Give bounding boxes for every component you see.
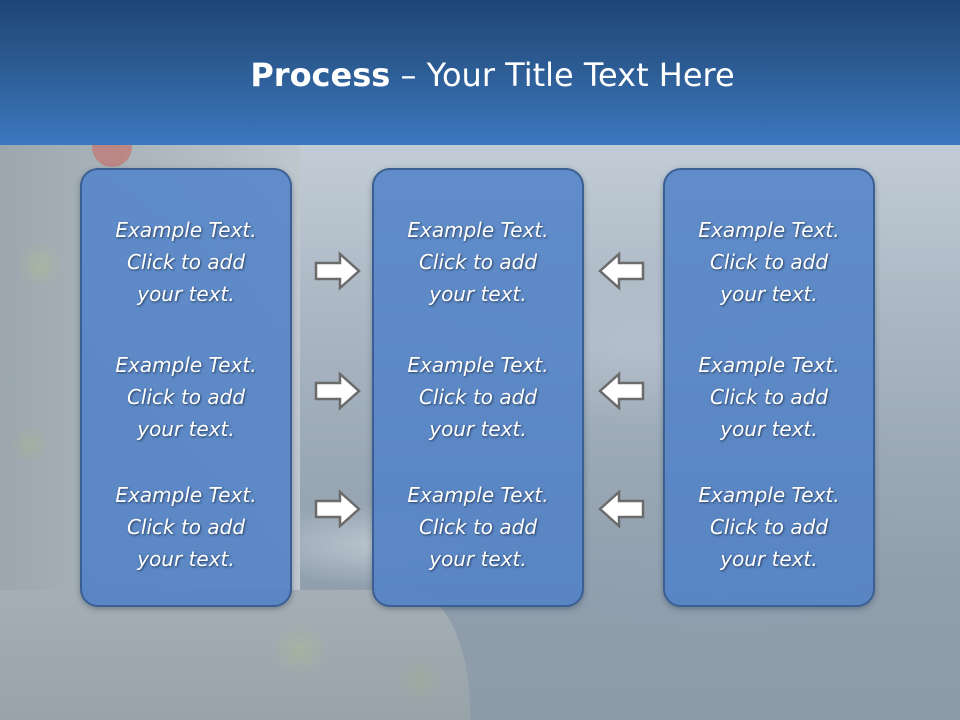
- text-line: Click to add: [709, 515, 829, 539]
- text-placeholder[interactable]: Example Text. Click to add your text.: [82, 479, 290, 575]
- text-line: Click to add: [709, 385, 829, 409]
- background-detail: [92, 145, 132, 167]
- text-line: Example Text.: [698, 218, 840, 242]
- arrow-right-icon[interactable]: [314, 251, 362, 291]
- text-placeholder[interactable]: Example Text. Click to add your text.: [374, 479, 582, 575]
- text-line: your text.: [137, 282, 235, 306]
- text-line: Click to add: [126, 250, 246, 274]
- text-line: Click to add: [418, 250, 538, 274]
- title-rest: – Your Title Text Here: [390, 56, 735, 94]
- text-line: Example Text.: [115, 218, 257, 242]
- text-line: Example Text.: [407, 218, 549, 242]
- text-line: your text.: [720, 417, 818, 441]
- process-column-right[interactable]: Example Text. Click to add your text. Ex…: [663, 168, 875, 607]
- text-line: your text.: [137, 417, 235, 441]
- text-line: your text.: [137, 547, 235, 571]
- arrow-left-icon[interactable]: [597, 371, 645, 411]
- text-line: your text.: [429, 417, 527, 441]
- title-bold: Process: [250, 56, 391, 94]
- text-line: Example Text.: [698, 353, 840, 377]
- text-placeholder[interactable]: Example Text. Click to add your text.: [665, 349, 873, 445]
- slide-title[interactable]: Process – Your Title Text Here: [0, 54, 960, 96]
- text-placeholder[interactable]: Example Text. Click to add your text.: [82, 349, 290, 445]
- arrow-right-icon[interactable]: [314, 371, 362, 411]
- text-line: Click to add: [126, 385, 246, 409]
- process-column-center[interactable]: Example Text. Click to add your text. Ex…: [372, 168, 584, 607]
- arrow-left-icon[interactable]: [597, 251, 645, 291]
- header-bar: Process – Your Title Text Here: [0, 0, 960, 145]
- text-line: your text.: [720, 282, 818, 306]
- text-line: Click to add: [418, 385, 538, 409]
- text-line: your text.: [429, 547, 527, 571]
- arrow-right-icon[interactable]: [314, 489, 362, 529]
- text-line: your text.: [720, 547, 818, 571]
- process-column-left[interactable]: Example Text. Click to add your text. Ex…: [80, 168, 292, 607]
- text-line: Click to add: [418, 515, 538, 539]
- text-placeholder[interactable]: Example Text. Click to add your text.: [82, 214, 290, 310]
- text-placeholder[interactable]: Example Text. Click to add your text.: [665, 479, 873, 575]
- text-placeholder[interactable]: Example Text. Click to add your text.: [665, 214, 873, 310]
- background-rock-foreground: [0, 590, 470, 720]
- text-line: Click to add: [126, 515, 246, 539]
- text-line: Example Text.: [407, 353, 549, 377]
- text-placeholder[interactable]: Example Text. Click to add your text.: [374, 214, 582, 310]
- text-line: Example Text.: [698, 483, 840, 507]
- text-placeholder[interactable]: Example Text. Click to add your text.: [374, 349, 582, 445]
- text-line: Example Text.: [407, 483, 549, 507]
- text-line: Example Text.: [115, 353, 257, 377]
- arrow-left-icon[interactable]: [597, 489, 645, 529]
- text-line: Click to add: [709, 250, 829, 274]
- text-line: Example Text.: [115, 483, 257, 507]
- text-line: your text.: [429, 282, 527, 306]
